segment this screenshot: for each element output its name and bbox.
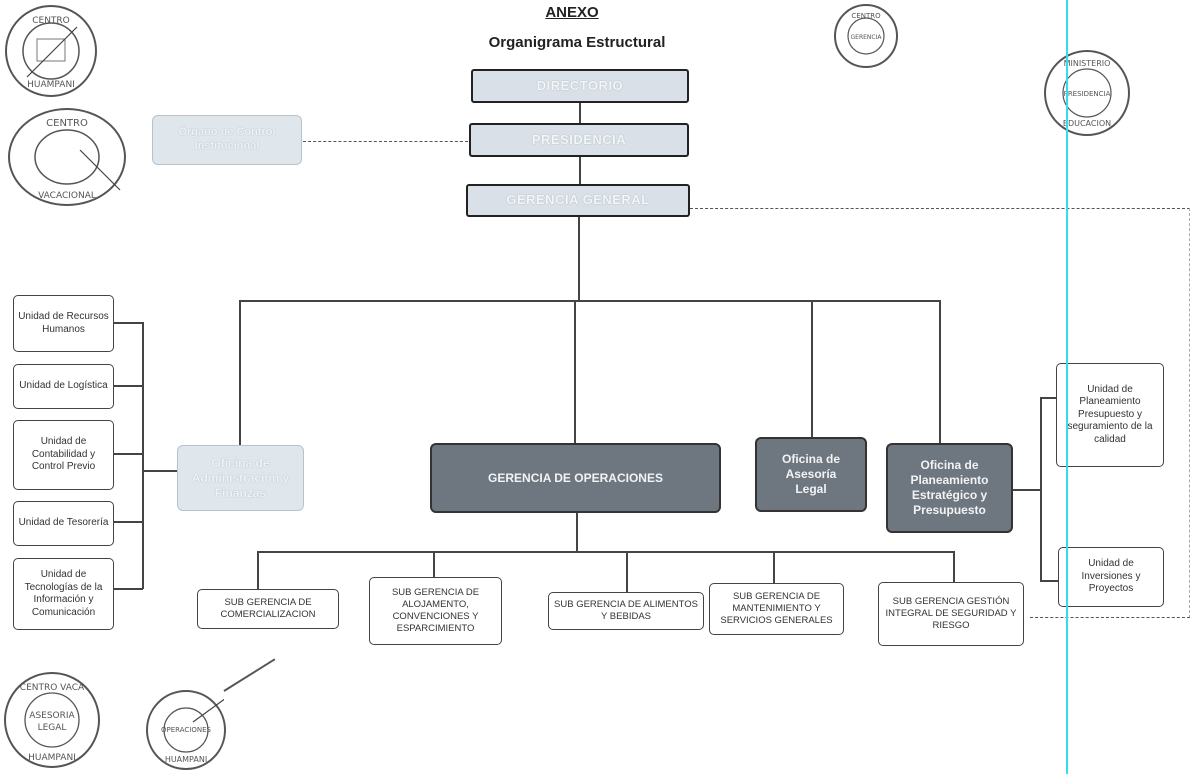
sub-mantenimiento: SUB GERENCIA DE MANTENIMIENTO Y SERVICIO…: [709, 583, 844, 635]
sub-alimentos: SUB GERENCIA DE ALIMENTOS Y BEBIDAS: [548, 592, 704, 630]
connector-sub-2: [433, 551, 435, 579]
box-asesoria-legal-label: Oficina de Asesoría Legal: [781, 452, 840, 496]
unit-inversiones: Unidad de Inversiones y Proyectos: [1058, 547, 1164, 607]
signature-stroke: [223, 658, 276, 692]
connector-to-asesoria: [811, 300, 813, 438]
box-gerencia-operaciones-label: GERENCIA DE OPERACIONES: [488, 470, 663, 485]
box-gerencia-general: GERENCIA GENERAL: [466, 184, 690, 217]
box-gerencia-operaciones: GERENCIA DE OPERACIONES: [430, 443, 721, 513]
connector-unit-2: [114, 385, 143, 387]
connector-subgerencias-horizontal: [257, 551, 954, 553]
connector-sub-5: [953, 551, 955, 585]
connector-left-units-to-admin: [142, 470, 178, 472]
connector-to-administracion: [239, 300, 241, 446]
connector-right-unit-1: [1040, 397, 1058, 399]
connector-presidencia-gerencia: [579, 156, 581, 184]
box-planeamiento: Oficina de Planeamiento Estratégico y Pr…: [886, 443, 1013, 533]
box-directorio: DIRECTORIO: [471, 69, 689, 103]
box-planeamiento-label: Oficina de Planeamiento Estratégico y Pr…: [910, 458, 989, 517]
box-organo-control: Órgano de Control Institucional: [152, 115, 302, 165]
box-administracion-label: Oficina de Administración y Finanzas: [191, 455, 290, 500]
sub-seguridad: SUB GERENCIA GESTIÓN INTEGRAL DE SEGURID…: [878, 582, 1024, 646]
sub-alimentos-label: SUB GERENCIA DE ALIMENTOS Y BEBIDAS: [554, 599, 698, 622]
unit-tesoreria-label: Unidad de Tesorería: [18, 517, 109, 529]
svg-text:LEGAL: LEGAL: [38, 723, 67, 733]
svg-text:PRESIDENCIA: PRESIDENCIA: [1064, 90, 1111, 98]
svg-text:CENTRO: CENTRO: [46, 118, 88, 129]
connector-right-dashed: [1189, 208, 1190, 618]
connector-right-unit-2: [1040, 580, 1058, 582]
unit-recursos-humanos-label: Unidad de Recursos Humanos: [18, 311, 109, 335]
sub-mantenimiento-label: SUB GERENCIA DE MANTENIMIENTO Y SERVICIO…: [720, 591, 833, 626]
seal-top-right: MINISTERIO EDUCACION PRESIDENCIA: [1044, 50, 1130, 136]
svg-text:CENTRO: CENTRO: [851, 12, 881, 20]
svg-text:ASESORIA: ASESORIA: [29, 711, 75, 721]
sub-comercializacion-label: SUB GERENCIA DE COMERCIALIZACION: [220, 597, 316, 620]
annex-label: ANEXO: [545, 4, 599, 21]
connector-directorio-presidencia: [579, 102, 581, 124]
unit-logistica-label: Unidad de Logística: [19, 380, 108, 392]
chart-title: Organigrama Estructural: [488, 34, 666, 51]
connector-sub-1: [257, 551, 259, 591]
box-organo-control-label: Órgano de Control Institucional: [178, 126, 276, 152]
unit-recursos-humanos: Unidad de Recursos Humanos: [13, 295, 114, 352]
connector-gerencia-dashed: [690, 208, 1190, 209]
sub-seguridad-label: SUB GERENCIA GESTIÓN INTEGRAL DE SEGURID…: [885, 596, 1017, 631]
svg-text:CENTRO: CENTRO: [32, 16, 70, 26]
page-edge-marker: [1066, 0, 1068, 774]
connector-oci-dashed: [303, 141, 468, 142]
seal-bottom-left-2: OPERACIONES HUAMPANI: [146, 690, 226, 770]
svg-text:VACACIONAL: VACACIONAL: [38, 191, 96, 201]
box-directorio-label: DIRECTORIO: [536, 77, 624, 93]
connector-bottom-dashed: [1030, 617, 1190, 618]
sub-comercializacion: SUB GERENCIA DE COMERCIALIZACION: [197, 589, 339, 629]
sub-alojamiento: SUB GERENCIA DE ALOJAMENTO, CONVENCIONES…: [369, 577, 502, 645]
unit-tecnologias: Unidad de Tecnologías de la Información …: [13, 558, 114, 630]
unit-planeamiento-presupuesto: Unidad de Planeamiento Presupuesto y seg…: [1056, 363, 1164, 467]
svg-text:MINISTERIO: MINISTERIO: [1064, 59, 1111, 68]
connector-operaciones-down: [576, 512, 578, 552]
svg-text:HUAMPANI: HUAMPANI: [165, 755, 207, 764]
svg-text:HUAMPANI: HUAMPANI: [28, 753, 76, 763]
sub-alojamiento-label: SUB GERENCIA DE ALOJAMENTO, CONVENCIONES…: [391, 587, 480, 634]
connector-right-units-to-planeamiento: [1013, 489, 1041, 491]
connector-sub-4: [773, 551, 775, 585]
box-presidencia: PRESIDENCIA: [469, 123, 689, 157]
box-asesoria-legal: Oficina de Asesoría Legal: [755, 437, 867, 512]
connector-horizontal-main: [239, 300, 940, 302]
connector-unit-5: [114, 588, 143, 590]
box-presidencia-label: PRESIDENCIA: [531, 131, 627, 147]
unit-contabilidad-label: Unidad de Contabilidad y Control Previo: [31, 436, 96, 473]
svg-text:HUAMPANI: HUAMPANI: [27, 80, 75, 90]
connector-unit-4: [114, 521, 143, 523]
box-administracion: Oficina de Administración y Finanzas: [177, 445, 304, 511]
seal-top-center: CENTRO GERENCIA: [834, 4, 898, 68]
unit-inversiones-label: Unidad de Inversiones y Proyectos: [1081, 558, 1141, 595]
unit-logistica: Unidad de Logística: [13, 364, 114, 409]
connector-to-operaciones: [574, 300, 576, 444]
seal-bottom-left-1: CENTRO VACA ASESORIA LEGAL HUAMPANI: [4, 672, 100, 768]
unit-tesoreria: Unidad de Tesorería: [13, 501, 114, 546]
svg-text:CENTRO VACA: CENTRO VACA: [20, 683, 85, 693]
unit-tecnologias-label: Unidad de Tecnologías de la Información …: [24, 569, 103, 618]
svg-text:GERENCIA: GERENCIA: [851, 34, 883, 41]
connector-gerencia-trunk: [578, 216, 580, 301]
connector-to-planeamiento: [939, 300, 941, 444]
connector-sub-3: [626, 551, 628, 593]
seal-top-left-1: CENTRO HUAMPANI: [5, 5, 97, 97]
connector-left-units-bracket: [142, 322, 144, 589]
svg-text:EDUCACION: EDUCACION: [1063, 119, 1111, 128]
unit-contabilidad: Unidad de Contabilidad y Control Previo: [13, 420, 114, 490]
box-gerencia-general-label: GERENCIA GENERAL: [506, 192, 650, 208]
unit-planeamiento-presupuesto-label: Unidad de Planeamiento Presupuesto y seg…: [1067, 383, 1153, 445]
svg-text:OPERACIONES: OPERACIONES: [161, 726, 212, 734]
seal-top-left-2: CENTRO VACACIONAL: [8, 108, 126, 206]
connector-unit-3: [114, 453, 143, 455]
connector-unit-1: [114, 322, 143, 324]
